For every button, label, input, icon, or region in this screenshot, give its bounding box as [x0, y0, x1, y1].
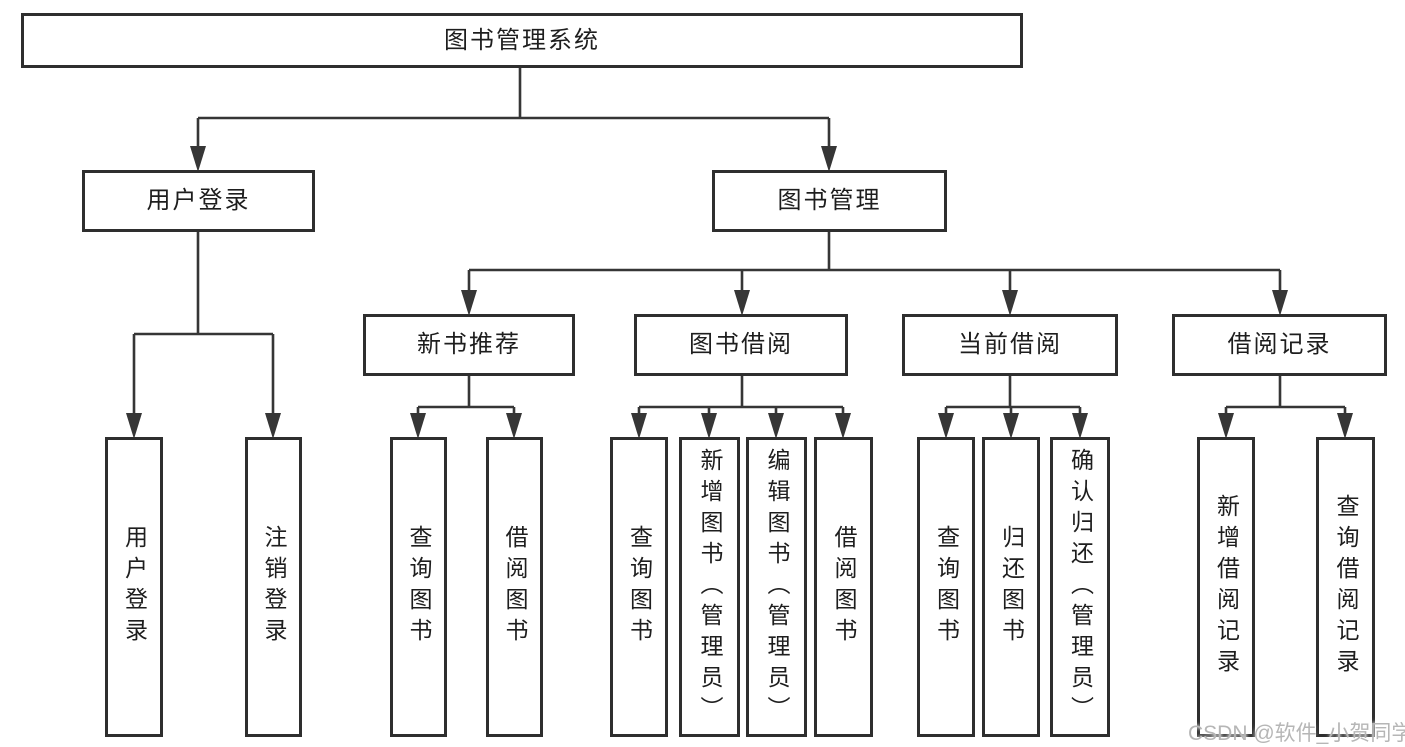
connector-user-login-children — [126, 232, 281, 439]
leaf-add-books-admin: 新增图书（管理员） — [679, 437, 740, 737]
arrow-down-icon — [410, 413, 426, 439]
arrow-down-icon — [701, 413, 717, 439]
node-label: 图书管理 — [777, 187, 882, 214]
arrow-down-icon — [190, 146, 206, 172]
leaf-label: 新增图书（管理员） — [697, 447, 723, 727]
node-book-management: 图书管理 — [712, 170, 947, 232]
arrow-down-icon — [1072, 413, 1088, 439]
arrow-down-icon — [461, 290, 477, 316]
node-label: 用户登录 — [146, 187, 251, 214]
node-new-book-recommend: 新书推荐 — [363, 314, 575, 376]
arrow-down-icon — [734, 290, 750, 316]
leaf-label: 编辑图书（管理员） — [764, 447, 790, 727]
arrow-down-icon — [1218, 413, 1234, 439]
arrow-down-icon — [506, 413, 522, 439]
arrow-down-icon — [1272, 290, 1288, 316]
arrow-down-icon — [1337, 413, 1353, 439]
leaf-query-books: 查询图书 — [390, 437, 447, 737]
leaf-return-books: 归还图书 — [982, 437, 1040, 737]
leaf-label: 注销登录 — [261, 525, 287, 649]
leaf-label: 确认归还（管理员） — [1067, 447, 1094, 727]
arrow-down-icon — [1003, 413, 1019, 439]
leaf-query-books: 查询图书 — [610, 437, 668, 737]
leaf-label: 借阅图书 — [831, 525, 857, 649]
arrow-down-icon — [126, 413, 142, 439]
connector-book-management-children — [461, 232, 1288, 316]
node-label: 借阅记录 — [1227, 331, 1332, 358]
connector-new-book-children — [410, 376, 522, 439]
leaf-label: 查询图书 — [406, 525, 432, 649]
leaf-label: 新增借阅记录 — [1213, 494, 1240, 680]
arrow-down-icon — [265, 413, 281, 439]
node-borrow-records: 借阅记录 — [1172, 314, 1387, 376]
leaf-label: 归还图书 — [998, 525, 1025, 649]
leaf-label: 查询图书 — [626, 525, 653, 649]
connector-book-borrow-children — [631, 376, 851, 439]
node-label: 图书管理系统 — [444, 26, 600, 54]
arrow-down-icon — [1002, 290, 1018, 316]
leaf-label: 查询图书 — [933, 525, 960, 649]
leaf-user-login: 用户登录 — [105, 437, 163, 737]
connector-borrow-records-children — [1218, 376, 1353, 439]
arrow-down-icon — [938, 413, 954, 439]
node-book-borrow: 图书借阅 — [634, 314, 848, 376]
leaf-label: 用户登录 — [121, 525, 148, 649]
node-label: 图书借阅 — [689, 331, 793, 358]
arrow-down-icon — [821, 146, 837, 172]
arrow-down-icon — [631, 413, 647, 439]
leaf-label: 查询借阅记录 — [1333, 494, 1359, 680]
leaf-confirm-return-admin: 确认归还（管理员） — [1050, 437, 1110, 737]
leaf-borrow-books: 借阅图书 — [814, 437, 873, 737]
node-label: 当前借阅 — [958, 331, 1062, 358]
leaf-query-books: 查询图书 — [917, 437, 975, 737]
node-library-management-system: 图书管理系统 — [21, 13, 1023, 68]
leaf-add-borrow-record: 新增借阅记录 — [1197, 437, 1255, 737]
leaf-logout: 注销登录 — [245, 437, 302, 737]
connector-current-borrow-children — [938, 376, 1088, 439]
leaf-label: 借阅图书 — [502, 525, 528, 649]
node-label: 新书推荐 — [417, 331, 521, 358]
connector-root-to-level2 — [190, 68, 837, 172]
leaf-query-borrow-record: 查询借阅记录 — [1316, 437, 1375, 737]
leaf-borrow-books: 借阅图书 — [486, 437, 543, 737]
csdn-watermark: CSDN @软件_小贺同学 — [1188, 722, 1405, 745]
arrow-down-icon — [768, 413, 784, 439]
arrow-down-icon — [835, 413, 851, 439]
node-current-borrow: 当前借阅 — [902, 314, 1118, 376]
leaf-edit-books-admin: 编辑图书（管理员） — [746, 437, 807, 737]
node-user-login: 用户登录 — [82, 170, 315, 232]
